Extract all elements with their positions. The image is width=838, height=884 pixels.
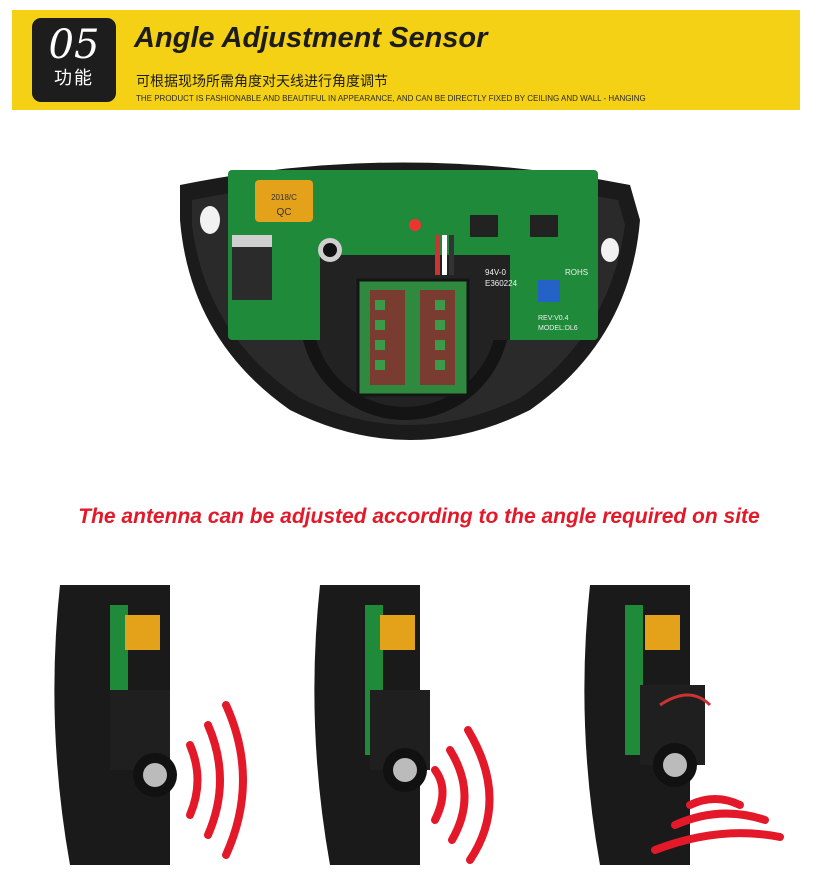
subtitle-chinese: 可根据现场所需角度对天线进行角度调节	[136, 73, 388, 89]
wave-medium	[446, 746, 469, 844]
wave-medium	[204, 721, 224, 839]
section-number: 05	[48, 22, 100, 68]
board-label-model: MODEL:DL6	[538, 325, 578, 332]
wave-large	[464, 726, 494, 864]
subtitle-english: THE PRODUCT IS FASHIONABLE AND BEAUTIFUL…	[136, 94, 646, 103]
wave-small	[431, 766, 447, 824]
board-label-94v0: 94V-0	[485, 268, 506, 277]
board-label-rohs: ROHS	[565, 268, 588, 277]
board-label-e360224: E360224	[485, 279, 518, 288]
section-badge: 05 功能	[32, 18, 116, 102]
section-label: 功能	[54, 68, 94, 88]
wave-large	[222, 701, 247, 859]
wave-small	[186, 741, 202, 819]
wave-small	[686, 795, 744, 809]
sensor-board-image: 2018/C QC 94V-0 E360224 ROHS REV:V0.4 MO…	[180, 162, 640, 440]
angle-view-3	[584, 585, 784, 865]
angle-view-1	[54, 585, 247, 865]
caption: The antenna can be adjusted according to…	[78, 505, 760, 528]
page-title: Angle Adjustment Sensor	[134, 22, 488, 54]
board-label-rev: REV:V0.4	[538, 315, 569, 322]
wave-medium	[671, 809, 769, 829]
board-label-qc: QC	[277, 207, 292, 218]
board-label-2018: 2018/C	[271, 193, 297, 202]
header-banner	[12, 10, 800, 110]
wave-large	[651, 829, 784, 854]
angle-view-2	[314, 585, 494, 865]
